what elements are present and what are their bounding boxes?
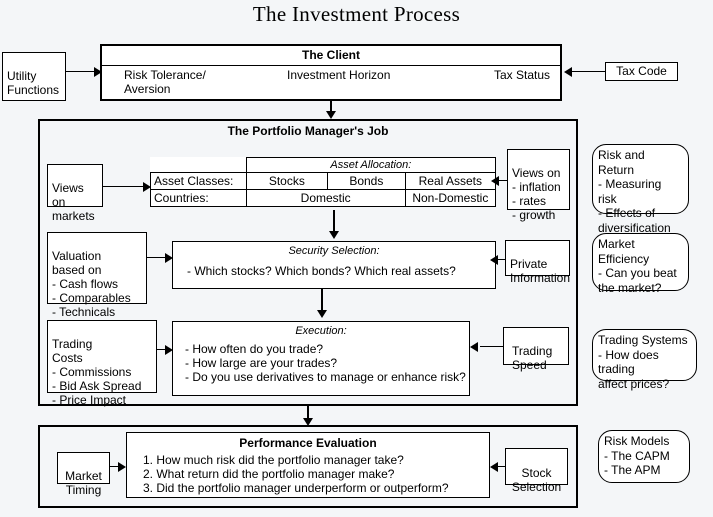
connector-client-to-pm: [330, 101, 332, 113]
connector-timing-to-performance: [110, 466, 120, 467]
connector-speed-to-execution: [480, 346, 503, 347]
asset-allocation-heading: Asset Allocation:: [245, 157, 497, 173]
views-on-macro-box: Views on - inflation - rates - growth: [507, 149, 570, 222]
security-selection-body: - Which stocks? Which bonds? Which real …: [187, 264, 456, 278]
tax-code-label: Tax Code: [616, 64, 667, 78]
market-timing-label: Market Timing: [65, 469, 102, 497]
valuation-box: Valuation based on - Cash flows - Compar…: [47, 232, 147, 319]
arrow-taxcode-to-client: [564, 67, 572, 77]
utility-functions-box: Utility Functions: [2, 52, 66, 101]
portfolio-manager-frame: [38, 119, 578, 406]
connector-views-to-aa: [103, 186, 145, 187]
execution-box: Execution: - How often do you trade? - H…: [172, 321, 470, 396]
arrow-private-to-security: [490, 255, 498, 265]
callout-risk-and-return: Risk and Return - Measuring risk - Effec…: [592, 144, 689, 235]
performance-frame: [38, 425, 578, 508]
stock-selection-box: Stock Selection: [505, 448, 568, 494]
asset-allocation-cell-real-assets: Real Assets: [404, 172, 497, 190]
asset-allocation-cell-domestic: Domestic: [245, 189, 406, 207]
execution-heading: Execution:: [295, 325, 347, 337]
arrow-pm-to-performance: [303, 418, 313, 426]
connector-taxcode-to-client: [572, 71, 606, 72]
trading-speed-box: Trading Speed: [503, 327, 569, 372]
utility-functions-label: Utility Functions: [7, 69, 60, 97]
connector-stock-to-performance: [496, 466, 506, 467]
performance-evaluation-heading: Performance Evaluation: [239, 436, 377, 450]
client-heading: The Client: [102, 46, 560, 66]
arrow-valuation-to-security: [165, 253, 173, 263]
execution-body: - How often do you trade? - How large ar…: [185, 342, 466, 384]
client-item-tax-status: Tax Status: [493, 68, 550, 82]
trading-costs-label: Trading Costs - Commissions - Bid Ask Sp…: [52, 337, 142, 407]
arrow-client-to-pm: [326, 111, 336, 119]
views-on-markets-label: Views on markets: [52, 181, 95, 223]
arrow-aa-to-security: [329, 231, 339, 239]
arrow-costs-to-execution: [165, 345, 173, 355]
callout-market-efficiency: Market Efficiency - Can you beat the mar…: [592, 233, 689, 295]
client-item-investment-horizon: Investment Horizon: [287, 68, 391, 82]
market-timing-box: Market Timing: [57, 452, 110, 497]
portfolio-manager-heading: The Portfolio Manager's Job: [227, 124, 389, 138]
connector-pm-to-performance: [307, 406, 309, 420]
connector-valuation-to-security: [147, 257, 167, 258]
arrow-security-to-execution: [317, 310, 327, 318]
arrow-macro-to-aa: [491, 176, 499, 186]
trading-speed-label: Trading Speed: [512, 344, 553, 372]
asset-allocation-cell-bonds: Bonds: [327, 172, 406, 190]
connector-aa-to-security: [333, 210, 335, 232]
asset-allocation-row-label-1: Countries:: [150, 189, 247, 207]
asset-allocation-cell-non-domestic: Non-Domestic: [404, 189, 497, 207]
stock-selection-label: Stock Selection: [511, 466, 562, 494]
arrow-utility-to-client: [94, 67, 102, 77]
connector-security-to-execution: [321, 289, 323, 311]
private-information-box: Private Information: [505, 240, 570, 285]
callout-risk-models: Risk Models - The CAPM - The APM: [598, 430, 690, 483]
connector-macro-to-aa: [496, 180, 507, 181]
arrow-views-to-aa: [143, 182, 151, 192]
arrow-stock-to-performance: [490, 462, 498, 472]
trading-costs-box: Trading Costs - Commissions - Bid Ask Sp…: [47, 320, 157, 407]
views-on-macro-label: Views on - inflation - rates - growth: [512, 166, 561, 222]
connector-utility-to-client: [66, 71, 96, 72]
performance-evaluation-body: 1. How much risk did the portfolio manag…: [143, 453, 449, 495]
valuation-label: Valuation based on - Cash flows - Compar…: [52, 249, 131, 319]
private-information-label: Private Information: [510, 257, 571, 285]
performance-evaluation-box: Performance Evaluation 1. How much risk …: [126, 432, 490, 498]
arrow-timing-to-performance: [118, 462, 126, 472]
arrow-speed-to-execution: [470, 342, 478, 352]
page-title: The Investment Process: [252, 2, 461, 26]
asset-allocation-row-label-0: Asset Classes:: [150, 172, 247, 190]
connector-private-to-security: [496, 259, 506, 260]
client-item-risk-tolerance: Risk Tolerance/ Aversion: [124, 68, 206, 96]
callout-trading-systems: Trading Systems - How does trading affec…: [592, 329, 697, 391]
security-selection-box: Security Selection: - Which stocks? Whic…: [172, 241, 496, 289]
views-on-markets-box: Views on markets: [47, 164, 103, 223]
asset-allocation-table: Asset Allocation: Asset Classes: Stocks …: [150, 157, 497, 207]
tax-code-box: Tax Code: [605, 62, 678, 81]
connector-costs-to-execution: [157, 349, 167, 350]
asset-allocation-cell-stocks: Stocks: [245, 172, 329, 190]
client-box: The Client Risk Tolerance/ Aversion Inve…: [100, 44, 562, 101]
security-selection-heading: Security Selection:: [288, 245, 380, 257]
